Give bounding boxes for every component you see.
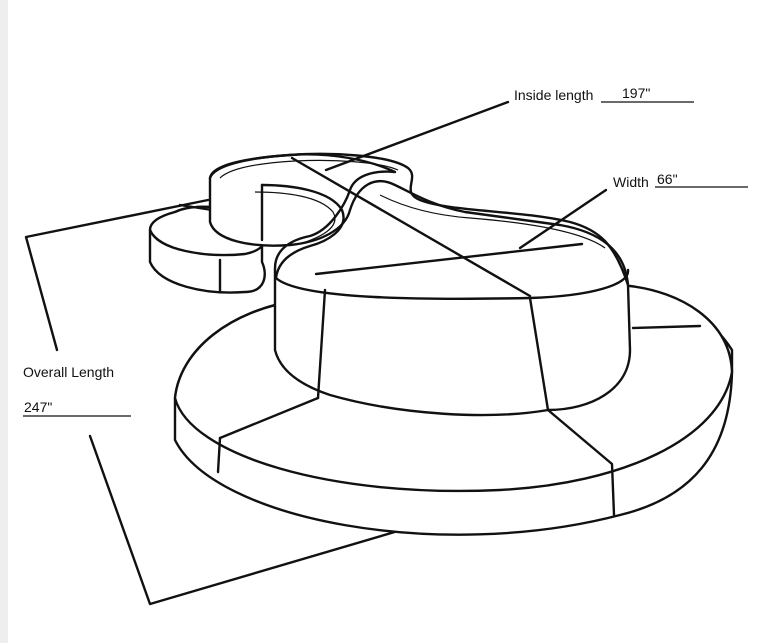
width-label: Width [613,174,649,190]
s-curve-backrest [208,152,632,417]
inside-length-value: 197" [622,85,650,101]
inside-length-label: Inside length [514,87,593,103]
overall-length-label: Overall Length [23,364,114,380]
width-value: 66" [657,171,678,187]
page-edge [0,0,8,643]
label-underlines [23,101,748,417]
overall-length-value: 247" [24,399,52,415]
leader-lines [324,100,608,250]
